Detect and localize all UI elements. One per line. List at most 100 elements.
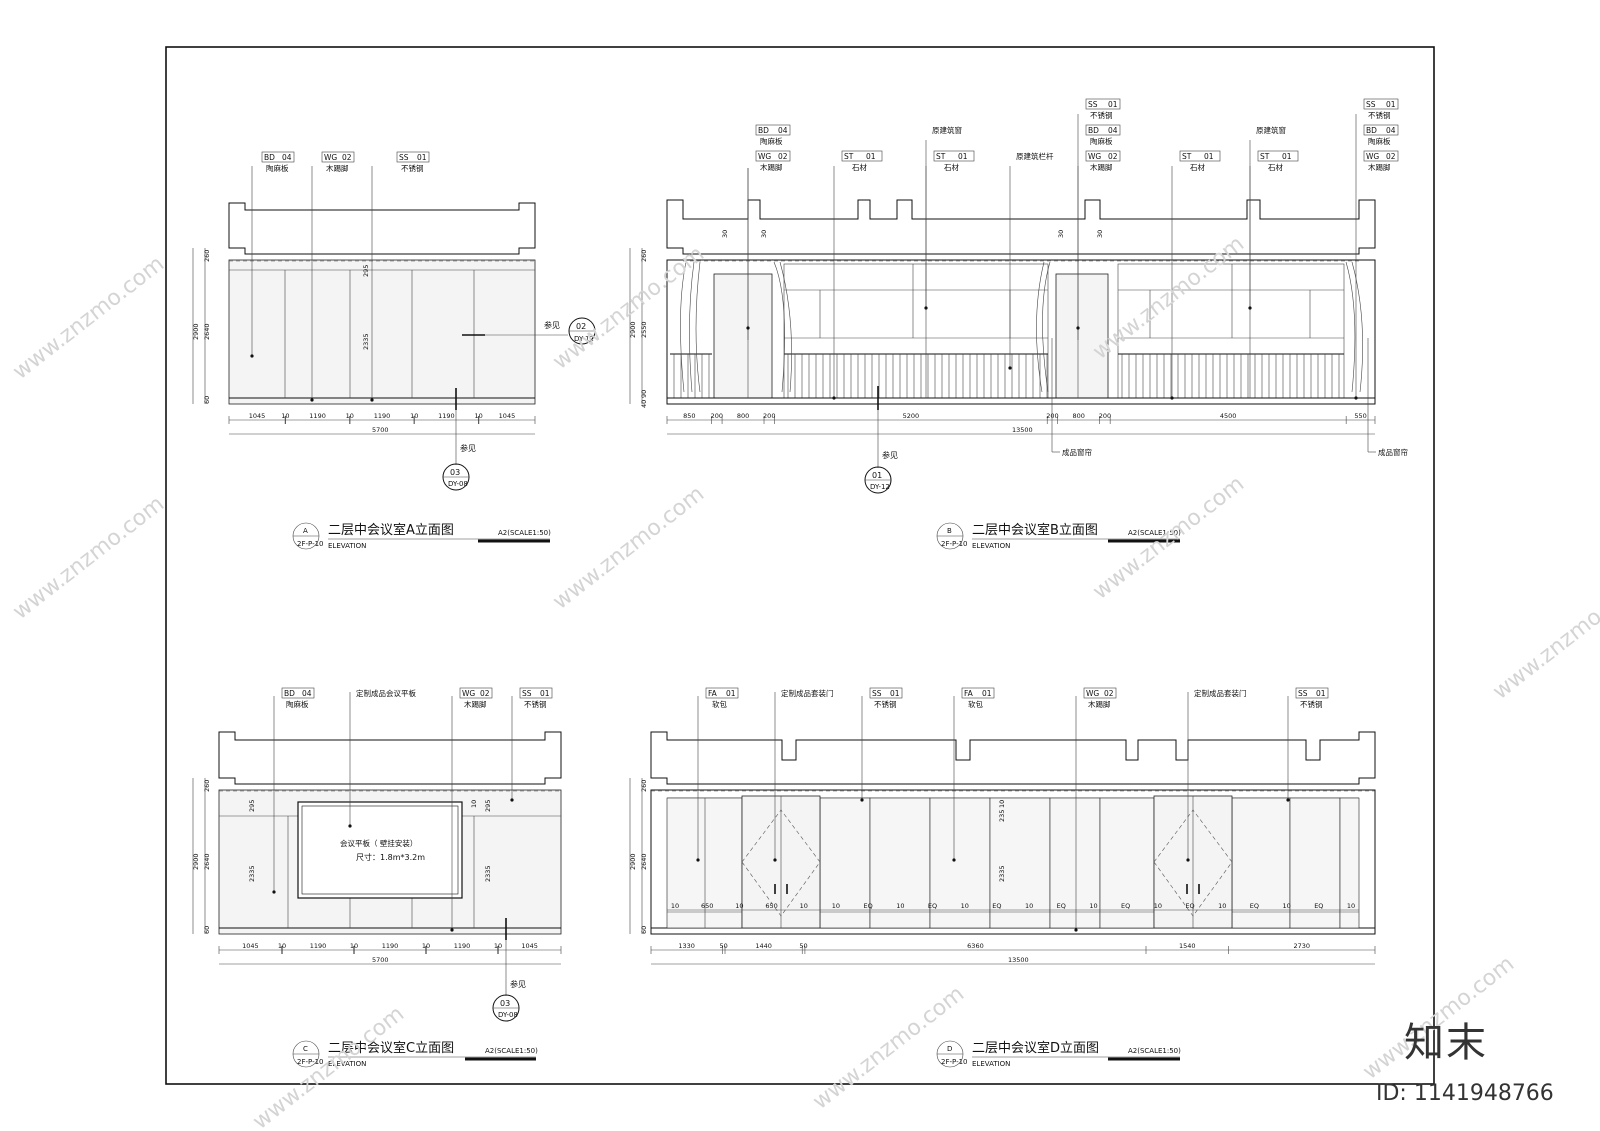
tag-code: SS xyxy=(399,153,409,162)
dim-label: 200 xyxy=(1046,412,1058,420)
soft-panels xyxy=(666,797,1360,929)
elevation-b-wall xyxy=(666,259,1376,405)
tag-num: 02 xyxy=(480,689,490,698)
dim-label: 50 xyxy=(799,942,807,950)
dim-height-total: 2900 xyxy=(192,853,200,870)
ref-num: 02 xyxy=(576,322,586,331)
dim-label: 10 xyxy=(961,902,969,910)
tag-ss-01: SS 01 不锈钢 xyxy=(869,687,903,709)
tag-name: 木踢脚 xyxy=(326,163,349,173)
dim-label: EQ xyxy=(1185,902,1194,910)
dim-inner: 2335 xyxy=(484,865,492,882)
drawing-scale: A2(SCALE1:50) xyxy=(498,529,551,537)
tag-name: 不锈钢 xyxy=(524,699,547,709)
ref-bubble-side-a: 02 DY-12 xyxy=(568,317,596,345)
dim-label: 5200 xyxy=(903,412,920,420)
watermark-text: www.znzmo.com xyxy=(548,481,709,614)
tag-code: WG xyxy=(1086,689,1099,698)
tag-wg-02: WG 02 木踢脚 xyxy=(1085,150,1121,172)
ref-sheet: DY-12 xyxy=(870,483,890,491)
note: 定制成品套装门 xyxy=(781,688,834,698)
label-sheet: 2F-P-10 xyxy=(297,1058,324,1066)
tag-num: 02 xyxy=(1104,689,1114,698)
note: 成品窗帘 xyxy=(1378,447,1408,457)
dim-label: 10 xyxy=(735,902,743,910)
dim-inner: 235 xyxy=(998,810,1006,822)
tag-name: 不锈钢 xyxy=(874,699,897,709)
dim-label: 10 xyxy=(281,412,289,420)
tag-num: 01 xyxy=(1316,689,1326,698)
tag-num: 01 xyxy=(417,153,427,162)
dim-label: 10 xyxy=(410,412,418,420)
dim-height: 2640 xyxy=(640,853,648,870)
watermark-id: ID: 1141948766 xyxy=(1376,1081,1554,1106)
tag-bd-04: BD 04 陶麻板 xyxy=(755,124,791,146)
tag-name: 石材 xyxy=(1190,162,1206,172)
dim-inner: 10 xyxy=(470,800,478,808)
dim-label: EQ xyxy=(928,902,937,910)
dim-label: 10 xyxy=(494,942,502,950)
dim-label: 1190 xyxy=(309,412,326,420)
tag-code: FA xyxy=(708,689,718,698)
tag-name: 不锈钢 xyxy=(1300,699,1323,709)
elevation-a: BD 04 陶麻板 WG 02 木踢脚 SS 01 不锈钢 2900 260 2… xyxy=(192,151,596,550)
dim-label: 10 xyxy=(350,942,358,950)
tag-ss-01: SS 01 不锈钢 xyxy=(1363,98,1399,120)
title-block-a: A 2F-P-10 二层中会议室A立面图 ELEVATION A2(SCALE1… xyxy=(292,522,551,550)
dim-label: 1190 xyxy=(374,412,391,420)
drawing-subtitle: ELEVATION xyxy=(328,542,366,550)
dim-label: 6360 xyxy=(967,942,984,950)
ref-label: 参见 xyxy=(882,450,898,460)
drawing-subtitle: ELEVATION xyxy=(972,1060,1010,1068)
watermark-text: www.znzmo.com xyxy=(1088,471,1249,604)
ref-sheet: DY-12 xyxy=(574,335,594,343)
sheet-border xyxy=(165,46,1435,1085)
dim-height: 260 xyxy=(203,780,211,792)
curtain-right xyxy=(1345,261,1363,393)
tag-num: 01 xyxy=(866,152,876,161)
panel-note: 会议平板（ 壁挂安装） xyxy=(340,838,417,848)
tag-wg-02: WG 02 木踢脚 xyxy=(459,687,493,709)
curtain-mid-right xyxy=(1036,261,1051,393)
dim-total: 5700 xyxy=(372,956,389,964)
dim-label: 10 xyxy=(422,942,430,950)
dim-height-total: 2900 xyxy=(629,853,637,870)
dim-label: EQ xyxy=(1250,902,1259,910)
dim-label: 10 xyxy=(671,902,679,910)
tag-ss-01: SS 01 不锈钢 xyxy=(1085,98,1121,120)
dim-total: 5700 xyxy=(372,426,389,434)
watermark-text: www.znzmo.com xyxy=(808,981,969,1114)
dim-label: 10 xyxy=(832,902,840,910)
tag-wg-02: WG 02 木踢脚 xyxy=(1363,150,1399,172)
tag-code: ST xyxy=(936,152,946,161)
dim-height: 60 xyxy=(203,396,211,404)
tag-code: SS xyxy=(1298,689,1308,698)
door-right xyxy=(1153,795,1233,929)
tag-code: BD xyxy=(264,153,275,162)
dim-label: 1045 xyxy=(242,942,259,950)
dim-label: 1190 xyxy=(382,942,399,950)
dim-label: 10 xyxy=(278,942,286,950)
dim-small: 30 xyxy=(760,230,768,238)
brand-mark: 知末 xyxy=(1404,1020,1488,1066)
title-block-c: C 2F-P-10 二层中会议室C立面图 ELEVATION A2(SCALE1… xyxy=(292,1040,538,1068)
tag-name: 不锈钢 xyxy=(1090,110,1113,120)
dim-label: 200 xyxy=(1099,412,1111,420)
drawing-scale: A2(SCALE1:50) xyxy=(485,1047,538,1055)
dim-label: 10 xyxy=(896,902,904,910)
dim-label: 200 xyxy=(711,412,723,420)
dim-label: 10 xyxy=(1025,902,1033,910)
window-right xyxy=(1117,263,1345,399)
tag-num: 02 xyxy=(1108,152,1118,161)
tag-name: 陶麻板 xyxy=(1368,136,1391,146)
tag-code: SS xyxy=(1088,100,1098,109)
tag-code: BD xyxy=(758,126,769,135)
tag-name: 石材 xyxy=(1268,162,1284,172)
dim-height: 60 xyxy=(640,926,648,934)
dim-label: 1190 xyxy=(454,942,471,950)
dim-height-total: 2900 xyxy=(192,323,200,340)
tag-code: SS xyxy=(1366,100,1376,109)
